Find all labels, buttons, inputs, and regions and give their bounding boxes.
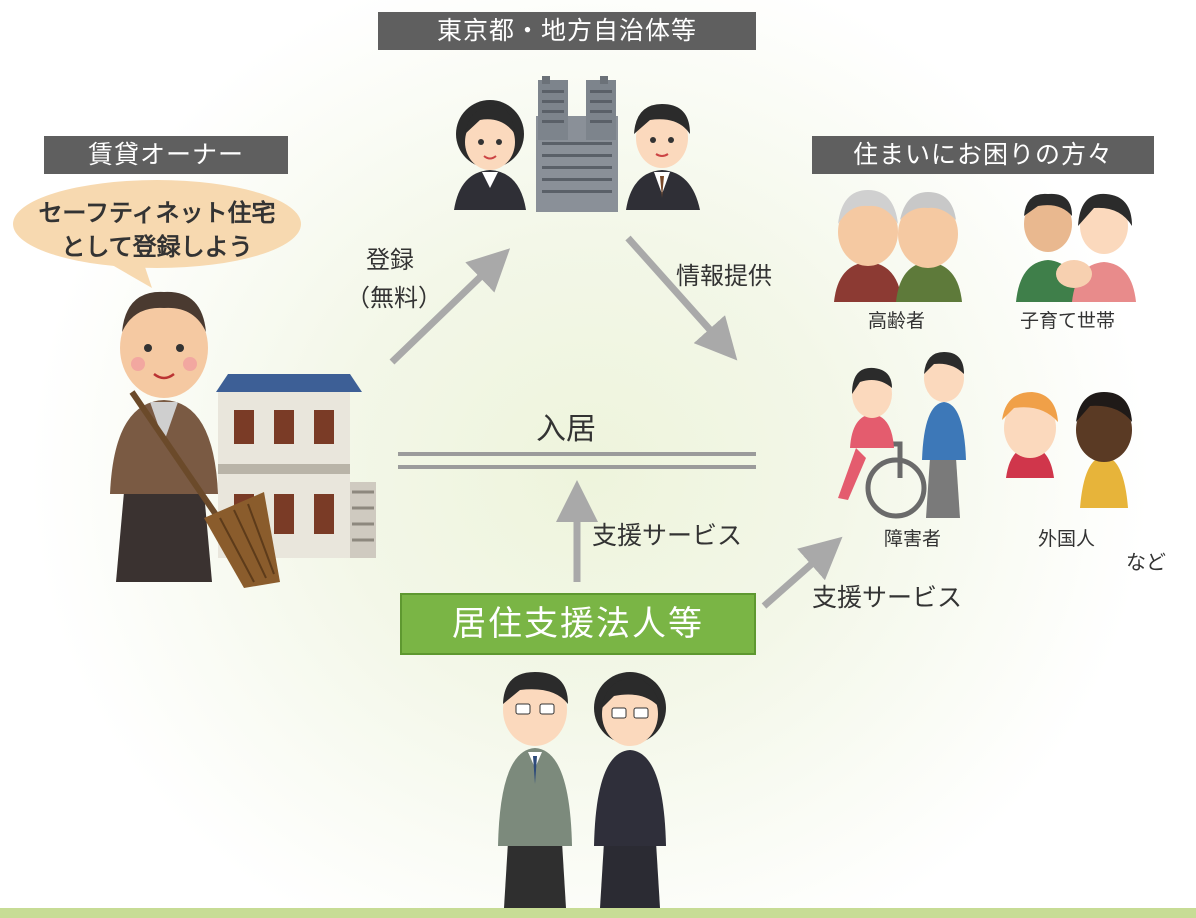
speech-bubble [13,180,301,288]
elderly-label: 高齢者 [868,310,926,332]
female-staff-icon [594,672,666,908]
female-official-icon [454,100,526,210]
move-in-label: 入居 [536,412,596,447]
elderly-couple-icon [834,190,962,302]
disabled-label: 障害者 [884,528,942,550]
register-label: 登録 [366,246,414,274]
residents-bottom-illustration [838,352,1132,519]
residents-top-illustration [834,190,1136,302]
government-illustration [454,76,700,212]
speech-line-1: セーフティネット住宅 [38,199,276,227]
owner-illustration [110,291,376,588]
male-staff-icon [498,672,572,908]
family-icon [1016,193,1136,302]
header-owner: 賃貸オーナー [44,136,288,174]
register-note: （無料） [346,284,442,312]
caregiver-icon [922,352,966,518]
foreigners-icon [1002,392,1132,508]
male-official-icon [626,104,700,210]
broom-icon [129,390,280,588]
owner-icon [110,291,218,582]
support-staff-illustration [498,672,666,908]
support-up-label: 支援サービス [592,521,743,550]
header-government: 東京都・地方自治体等 [378,12,756,50]
apartment-building-icon [216,374,376,558]
arrow-support-right [761,536,843,609]
support-right-label: 支援サービス [812,583,963,612]
speech-line-2: として登録しよう [61,233,253,261]
support-corporation-box: 居住支援法人等 [400,593,756,655]
bottom-band [0,908,1196,918]
speech-bubble-text: セーフティネット住宅 として登録しよう [12,196,302,264]
foreigners-label: 外国人 [1038,528,1096,550]
families-label: 子育て世帯 [1020,310,1116,332]
arrow-info [625,235,738,361]
etc-label: など [1126,550,1166,574]
arrow-register [389,248,511,365]
government-building-icon [536,76,618,212]
info-label: 情報提供 [676,262,772,290]
wheelchair-user-icon [838,367,927,519]
header-residents: 住まいにお困りの方々 [812,136,1154,174]
